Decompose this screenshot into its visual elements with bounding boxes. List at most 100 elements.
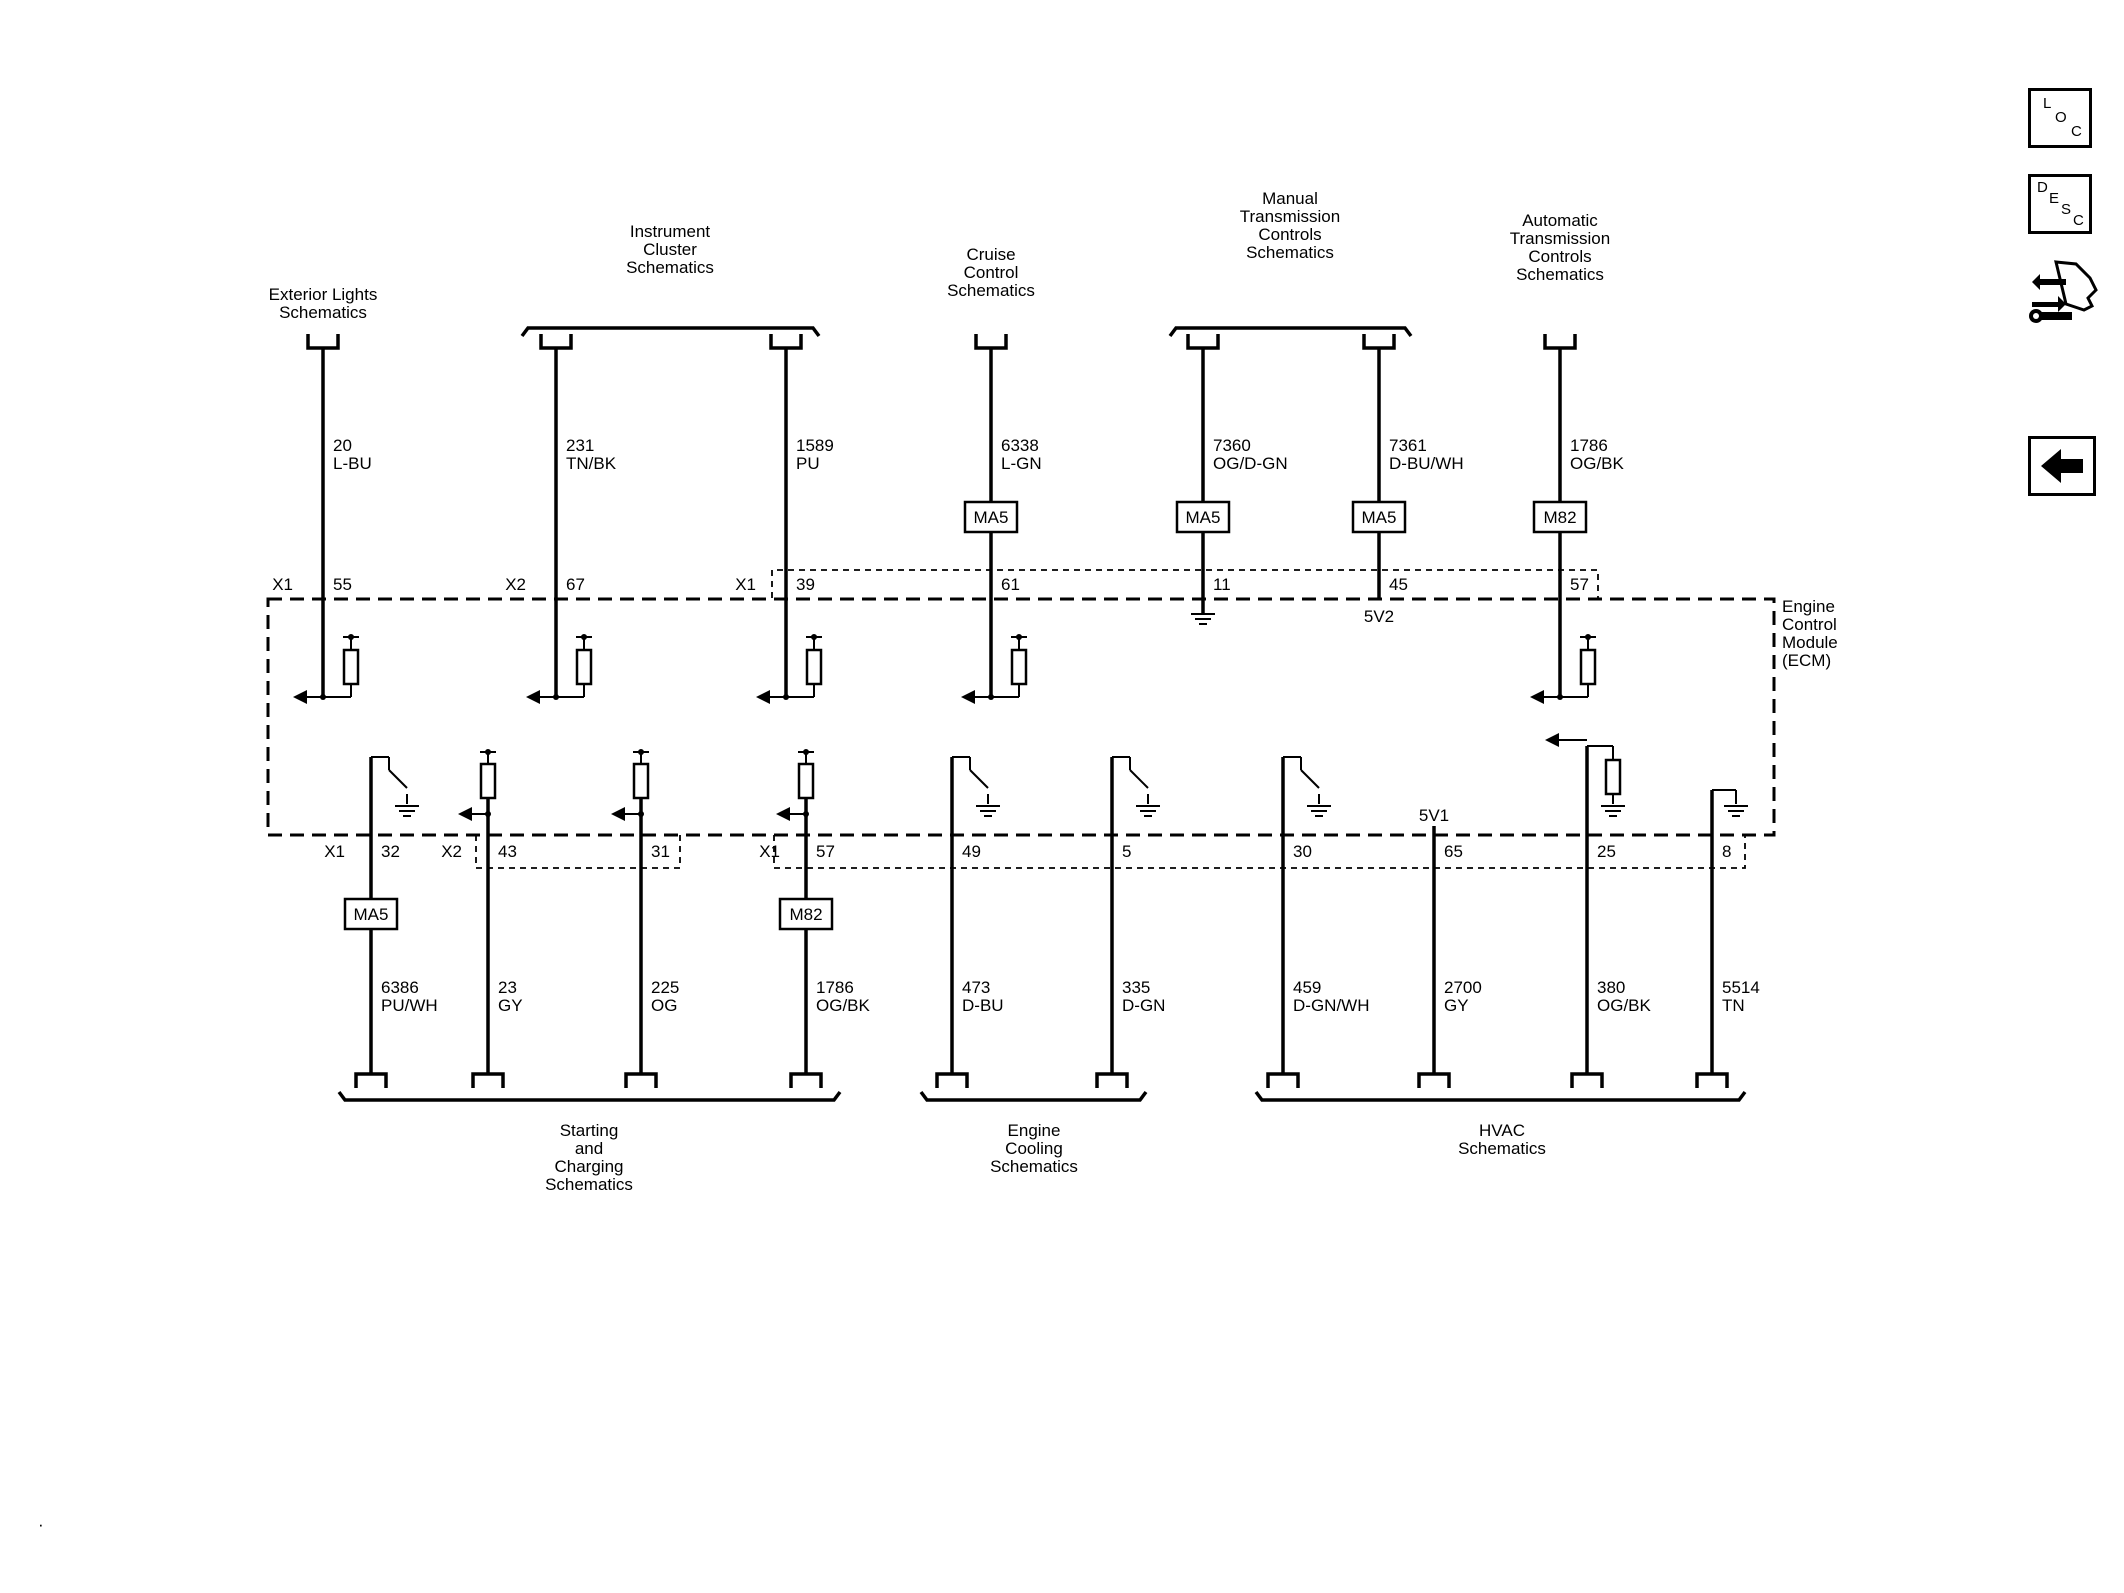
pin-number: 31 [651,842,670,861]
module-name-line: (ECM) [1782,651,1831,670]
supply-ref-5v2: 5V2 [1364,607,1394,626]
wire-color: L-BU [333,454,372,473]
group-label-line: Transmission [1510,229,1610,248]
group-label-line: Control [964,263,1019,282]
connector-id: X1 [735,575,756,594]
wire-color: OG/BK [816,996,871,1015]
option-label: M82 [789,905,822,924]
group-label-line: Charging [555,1157,624,1176]
connector-id: X2 [441,842,462,861]
desc-icon: D E S C [2037,179,2084,229]
circuit-number: 459 [1293,978,1321,997]
group-label-line: Schematics [990,1157,1078,1176]
module-name-line: Engine [1782,597,1835,616]
circuit-number: 20 [333,436,352,455]
circuit-number: 1786 [1570,436,1608,455]
group-label-line: Controls [1258,225,1321,244]
wire-color: GY [498,996,523,1015]
circuit-number: 231 [566,436,594,455]
wire-color: GY [1444,996,1469,1015]
hvac-brace [1254,1090,1747,1102]
circuit-number: 5514 [1722,978,1760,997]
pin-number: 30 [1293,842,1312,861]
pin-number: 43 [498,842,517,861]
group-labels: Exterior LightsSchematicsInstrumentClust… [269,189,1838,1194]
pin-number: 5 [1122,842,1131,861]
circuit-number: 23 [498,978,517,997]
pin-number: 49 [962,842,981,861]
circuit-number: 6338 [1001,436,1039,455]
group-label-line: Cooling [1005,1139,1063,1158]
group-label-line: Schematics [1458,1139,1546,1158]
instrument-cluster-brace [520,326,821,338]
circuit-number: 473 [962,978,990,997]
connector-id: X2 [505,575,526,594]
wire-color: D-GN/WH [1293,996,1369,1015]
wire-color: L-GN [1001,454,1042,473]
connector-id: X1 [324,842,345,861]
component-view-button[interactable] [2026,254,2100,334]
pin-number: 61 [1001,575,1020,594]
circuit-number: 6386 [381,978,419,997]
module-name-line: Control [1782,615,1837,634]
group-label-line: Manual [1262,189,1318,208]
starting-charging-brace [337,1090,842,1102]
pin-number: 25 [1597,842,1616,861]
pin-number: 32 [381,842,400,861]
group-label-line: Exterior Lights [269,285,378,304]
group-label-line: Schematics [1516,265,1604,284]
desc-button[interactable]: D E S C [2028,174,2092,234]
back-button[interactable] [2028,436,2096,496]
wire-color: PU [796,454,820,473]
pin-number: 39 [796,575,815,594]
pin-number: 11 [1213,575,1231,594]
group-label-line: Schematics [1246,243,1334,262]
wire-color: OG/BK [1597,996,1652,1015]
ecm-boundary [266,326,1776,1102]
back-arrow-icon [2041,449,2083,483]
group-label-line: Schematics [626,258,714,277]
group-label-line: and [575,1139,603,1158]
group-label-line: HVAC [1479,1121,1525,1140]
wire-color: D-BU/WH [1389,454,1464,473]
group-label-line: Engine [1008,1121,1061,1140]
circuit-number: 2700 [1444,978,1482,997]
option-label: MA5 [354,905,389,924]
option-label: M82 [1543,508,1576,527]
wire-color: D-BU [962,996,1004,1015]
circuit-number: 1786 [816,978,854,997]
connector-id: X1 [759,842,780,861]
pin-number: 45 [1389,575,1408,594]
group-label-line: Schematics [279,303,367,322]
loc-button[interactable]: L O C [2028,88,2092,148]
option-label: MA5 [974,508,1009,527]
wire-color: OG/D-GN [1213,454,1288,473]
group-label-line: Cruise [966,245,1015,264]
pin-number: 57 [816,842,835,861]
pin-number: 65 [1444,842,1463,861]
group-label-line: Transmission [1240,207,1340,226]
group-label-line: Schematics [947,281,1035,300]
pin-number: 57 [1570,575,1589,594]
